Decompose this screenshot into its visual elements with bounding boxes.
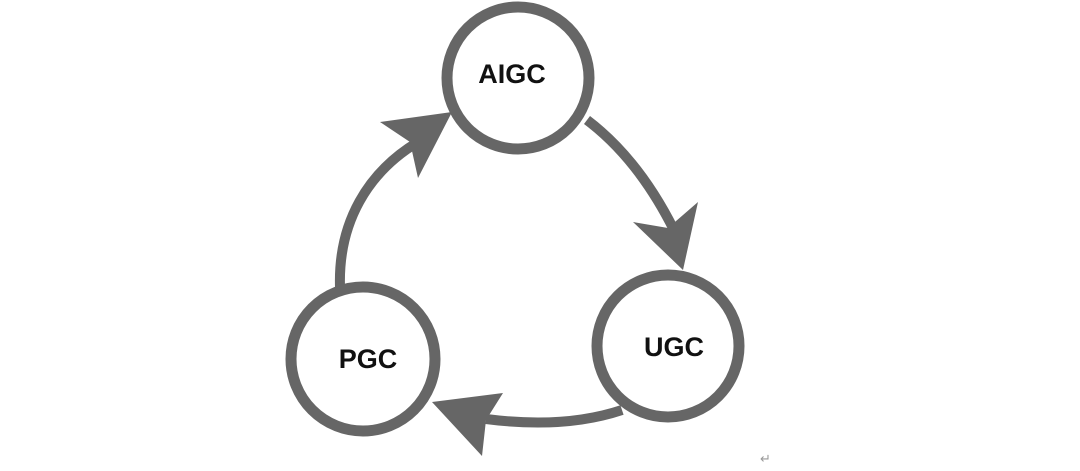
arrowhead-ugc-to-pgc: [432, 393, 503, 456]
arrow-aigc-to-ugc: [583, 116, 679, 233]
node-pgc-label: PGC: [339, 344, 398, 374]
node-aigc-circle: [441, 1, 595, 155]
arrow-pgc-to-aigc: [334, 137, 421, 288]
node-aigc-label: AIGC: [478, 59, 546, 89]
node-ugc-circle: [591, 269, 745, 423]
arrowhead-pgc-to-aigc: [380, 112, 452, 178]
arrow-ugc-to-pgc: [485, 405, 624, 428]
node-ugc-label: UGC: [644, 332, 704, 362]
arrowhead-aigc-to-ugc: [633, 202, 698, 270]
paragraph-return-mark: ↵: [760, 452, 771, 467]
node-pgc-circle: [285, 281, 441, 437]
